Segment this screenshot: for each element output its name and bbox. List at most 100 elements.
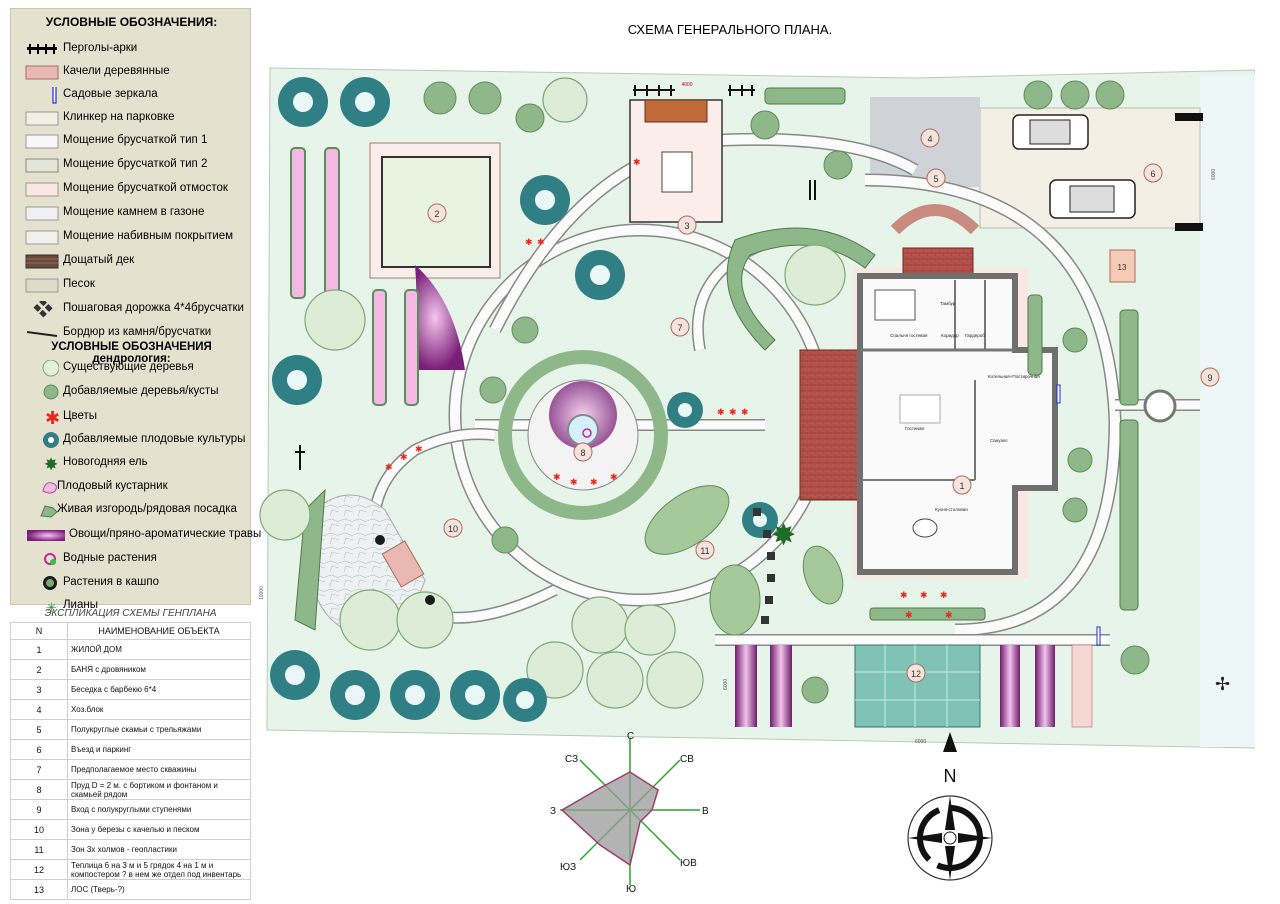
- marker-10-label: 10: [448, 524, 458, 534]
- stepping-stone: [761, 616, 769, 624]
- flower-icon: ✱: [415, 445, 423, 455]
- legend-label: Садовые зеркала: [63, 88, 158, 100]
- existing-trees: [259, 77, 846, 709]
- fruit-tree-icon: [43, 432, 59, 448]
- hill: [709, 564, 761, 636]
- herb-bed-icon: [770, 645, 792, 727]
- legend-label: Овощи/пряно-ароматические травы: [69, 528, 262, 540]
- stepping-stone: [753, 508, 761, 516]
- flower-icon: ✱: [741, 408, 749, 418]
- row-number: 8: [10, 779, 68, 800]
- marker-3: [677, 215, 697, 235]
- marker-10: [443, 518, 463, 538]
- bathhouse: 2: [369, 142, 501, 279]
- fruit-tree-icon: [270, 650, 320, 700]
- pergola-icon: [633, 85, 675, 96]
- legend-label: Дощатый дек: [63, 254, 135, 266]
- fruit-tree-icon: [667, 392, 703, 428]
- legend-item-paving1: Мощение брусчаткой тип 1: [11, 130, 252, 154]
- bench-arc: [890, 204, 980, 235]
- marker-5-label: 5: [933, 174, 938, 184]
- existing-tree-icon: [339, 589, 401, 651]
- row-name: Зон 3х холмов - геопластики: [67, 839, 251, 860]
- marker-1: [952, 475, 972, 495]
- gazebo: 3 4000: [629, 82, 723, 235]
- row-name: Предполагаемое место скважины: [67, 759, 251, 780]
- herb-beds: [405, 265, 1093, 728]
- svg-text:✱: ✱: [45, 409, 59, 426]
- east-path-fill: [864, 175, 1121, 635]
- legend-item-fruit-tree: Добавляемые плодовые культуры: [11, 429, 252, 453]
- herb-bed-icon: [1035, 645, 1055, 727]
- marker-6: [1143, 163, 1163, 183]
- existing-tree-icon: [586, 651, 644, 709]
- existing-tree-icon: [42, 360, 59, 377]
- north-arrow-icon: [943, 732, 957, 752]
- existing-tree-icon: [526, 641, 584, 699]
- residential-house: Спальня гостевая Коридор Гардероб Тамбур…: [799, 247, 1061, 578]
- added-tree-icon: [423, 81, 457, 115]
- room-label: Тамбур: [940, 301, 956, 306]
- flower-icon: ✱: [45, 409, 59, 426]
- entrance: 9: [1143, 367, 1220, 423]
- car-icon: [1012, 114, 1089, 150]
- greenhouse: 12: [854, 644, 981, 728]
- street-strip: [1200, 75, 1255, 747]
- row-name: Полукруглые скамьи с трельяжами: [67, 719, 251, 740]
- vine-icon: ✳: [46, 601, 57, 615]
- legend-label: Перголы-арки: [63, 42, 138, 54]
- legend-item-vine: ✳ Лианы: [11, 595, 252, 619]
- legend-label: Добавляемые деревья/кусты: [63, 385, 219, 397]
- wind-label-ne: СВ: [680, 754, 694, 765]
- col-n-header: N: [10, 622, 68, 640]
- gate-post: [1175, 113, 1203, 121]
- marker-7: [670, 317, 690, 337]
- row-number: 10: [10, 819, 68, 840]
- row-number: 3: [10, 679, 68, 700]
- marker-2-label: 2: [434, 209, 439, 219]
- potted-plant-icon: [43, 576, 57, 590]
- fruit-tree-icon: [278, 77, 328, 127]
- water-plant-icon: [44, 553, 56, 565]
- hedge-icon: [1119, 309, 1139, 406]
- flower-icon: ✱: [570, 478, 578, 488]
- stepping-path-icon: [33, 301, 53, 318]
- legend-item-deck: Дощатый дек: [11, 250, 252, 274]
- legend-label: Плодовый кустарник: [57, 480, 168, 492]
- dimension-label: 4000: [681, 82, 692, 88]
- legend-label: Мощение брусчаткой тип 2: [63, 158, 208, 170]
- stepping-stone: [767, 552, 775, 560]
- flower-icon: ✱: [940, 591, 948, 601]
- herb-bed-icon: [735, 645, 757, 727]
- legend-item-blind-area: Мощение брусчаткой отмосток: [11, 178, 252, 202]
- table-header-row: N НАИМЕНОВАНИЕ ОБЪЕКТА: [10, 622, 251, 640]
- herbs-icon: [27, 530, 65, 541]
- marker-7-label: 7: [677, 323, 682, 333]
- fruit-trees: [270, 77, 778, 722]
- legend-label: Песок: [63, 278, 95, 290]
- pergola-icon: [809, 180, 816, 200]
- added-tree-icon: [1062, 497, 1088, 523]
- hedge-icon: [294, 488, 326, 631]
- wind-label-e: В: [702, 806, 709, 817]
- wind-label-sw: ЮЗ: [560, 862, 576, 873]
- flower-icon: ✱: [400, 453, 408, 463]
- hedge-icon: [764, 87, 846, 105]
- room-label: Гардероб: [965, 333, 985, 338]
- clinker-icon: [25, 111, 59, 126]
- fruit-shrub-icon: [290, 147, 306, 299]
- existing-tree-icon: [784, 244, 846, 306]
- flower-icon: ✱: [525, 238, 533, 248]
- flower-icon: ✱: [905, 611, 913, 621]
- flower-icon: ✱: [729, 408, 737, 418]
- garden-paths: [368, 132, 1200, 646]
- wind-rose: С СВ В ЮВ Ю ЮЗ З СЗ: [550, 731, 709, 895]
- row-name: БАНЯ с дровяником: [67, 659, 251, 680]
- added-tree-icon: [1062, 327, 1088, 353]
- parking-area: 4 6: [870, 97, 1203, 231]
- added-tree-icon: [1067, 447, 1093, 473]
- marker-12-label: 12: [911, 669, 921, 679]
- row-name: Пруд D = 2 м. с бортиком и фонтаном и ск…: [67, 779, 251, 800]
- pond: [567, 414, 599, 446]
